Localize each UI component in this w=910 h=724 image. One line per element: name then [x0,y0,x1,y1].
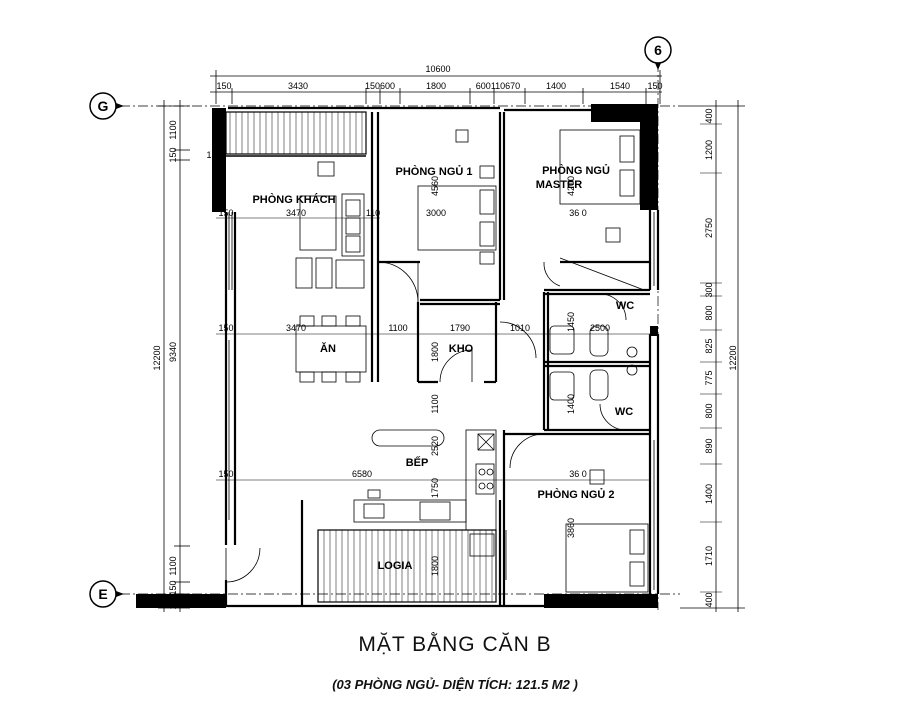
dim-interior: 4560 [430,176,440,196]
dim-right-seg: 800 [704,403,714,418]
plan-subtitle: (03 PHÒNG NGỦ- DIỆN TÍCH: 121.5 M2 ) [332,677,578,692]
bedroom2-furniture [505,469,649,593]
dim-interior: 2500 [590,323,610,333]
room-label-wc-1: WC [616,300,634,312]
dim-left-seg: 150 [168,147,178,162]
grid-axis-lines [120,62,680,610]
dim-interior: 1450 [566,312,576,332]
dim-interior: 2520 [430,436,440,456]
dim-right-seg: 890 [704,438,714,453]
dim-top-seg: 1800 [426,81,446,91]
dim-interior: 1750 [430,478,440,498]
master-furniture [503,129,645,291]
dim-left-inner: 9340 [168,342,178,362]
dim-left-seg: 1100 [168,556,178,575]
dim-interior: 3470 [286,323,306,333]
dim-interior: 36 0 [569,469,587,479]
dim-total-top: 10600 [425,64,450,74]
right-dimension-labels: 12200 400 1200 2750 300 800 825 775 800 … [704,108,738,607]
dim-right-seg: 1200 [704,140,714,160]
dim-top-seg: 150 [216,81,231,91]
room-label-bep: BẾP [406,456,429,469]
plan-title: MẶT BẰNG CĂN B [358,633,552,656]
living-furniture [295,161,365,289]
grid-bubble-e [89,580,124,608]
left-dimension-labels: 12200 9340 1100 150 1100 150 150 [152,120,178,609]
dim-top-seg: 150600 [365,81,395,91]
dim-top-seg: 1540 [610,81,630,91]
dim-left-seg: 150 [168,580,178,595]
dim-interior: 150 [206,150,221,160]
dim-interior: 1100 [388,323,407,333]
dim-interior: 3470 [286,208,306,218]
dim-interior: 1100 [430,394,440,413]
dim-interior: 150 [218,323,233,333]
dim-right-seg: 825 [704,338,714,353]
room-label-master-1: PHÒNG NGỦ [542,164,610,177]
grid-bubble-6 [644,36,672,70]
room-label-an: ĂN [320,342,336,355]
concrete-columns [136,104,658,608]
top-dimension-lines [210,70,662,104]
doors [225,261,627,583]
dim-top-seg: 150 [647,81,662,91]
dim-top-seg: 3430 [288,81,308,91]
floor-plan-drawing: 10600 150 3430 150600 1800 600110670 140… [89,36,745,612]
room-label-phong-ngu-1: PHÒNG NGỦ 1 [395,165,472,178]
walls [224,106,660,608]
grid-label-e: E [98,586,107,602]
dim-right-total: 12200 [728,345,738,370]
dim-right-seg: 1400 [704,484,714,504]
dim-interior: 4200 [566,176,576,196]
dim-right-seg: 800 [704,305,714,320]
room-label-kho: KHO [449,343,474,355]
room-labels: PHÒNG KHÁCH PHÒNG NGỦ 1 PHÒNG NGỦ MASTER… [252,164,634,572]
dim-right-seg: 400 [704,108,714,123]
dim-right-seg: 1710 [704,546,714,566]
dim-interior: 150 [218,469,233,479]
dim-right-seg: 300 [704,282,714,297]
grid-label-g: G [98,98,109,114]
dim-top-seg: 600110670 [476,81,520,91]
room-label-logia: LOGIA [378,560,413,572]
dim-interior: 3860 [566,518,576,538]
balcony-hatch-top [225,111,367,157]
room-label-phong-khach: PHÒNG KHÁCH [252,193,335,206]
dim-right-seg: 400 [704,592,714,607]
dim-interior: 1790 [450,323,470,333]
interior-dimension-labels: 150 3470 110 3000 36 0 4560 4200 150 347… [206,150,650,576]
dim-interior: 3000 [426,208,446,218]
room-label-wc-2: WC [615,406,633,418]
bedroom1-furniture [377,129,497,265]
top-dimension-labels: 10600 150 3430 150600 1800 600110670 140… [216,64,662,91]
windows [228,212,655,590]
dim-interior: 1800 [430,342,440,362]
grid-bubble-g [89,92,124,120]
wc-fixtures [549,325,638,401]
dim-top-seg: 1400 [546,81,566,91]
dim-interior: 36 0 [569,208,587,218]
logia-hatch [317,529,497,603]
dim-right-seg: 775 [704,370,714,385]
dining-furniture [295,315,367,383]
room-label-master-2: MASTER [536,179,583,191]
right-dimension-lines [680,100,745,612]
dim-interior: 110 [366,208,380,218]
dim-interior: 6580 [352,469,372,479]
dim-interior: 1400 [566,394,576,414]
dim-left-seg: 1100 [168,120,178,139]
room-label-phong-ngu-2: PHÒNG NGỦ 2 [537,488,614,501]
dim-interior: 1800 [430,556,440,576]
kitchen-fixtures [353,429,497,557]
dim-interior: 1010 [510,323,530,333]
dim-left-total: 12200 [152,345,162,370]
grid-label-6: 6 [654,42,662,58]
dim-interior: 150 [218,208,233,218]
dim-right-seg: 2750 [704,218,714,238]
dim-left-seg: 150 [168,594,178,609]
